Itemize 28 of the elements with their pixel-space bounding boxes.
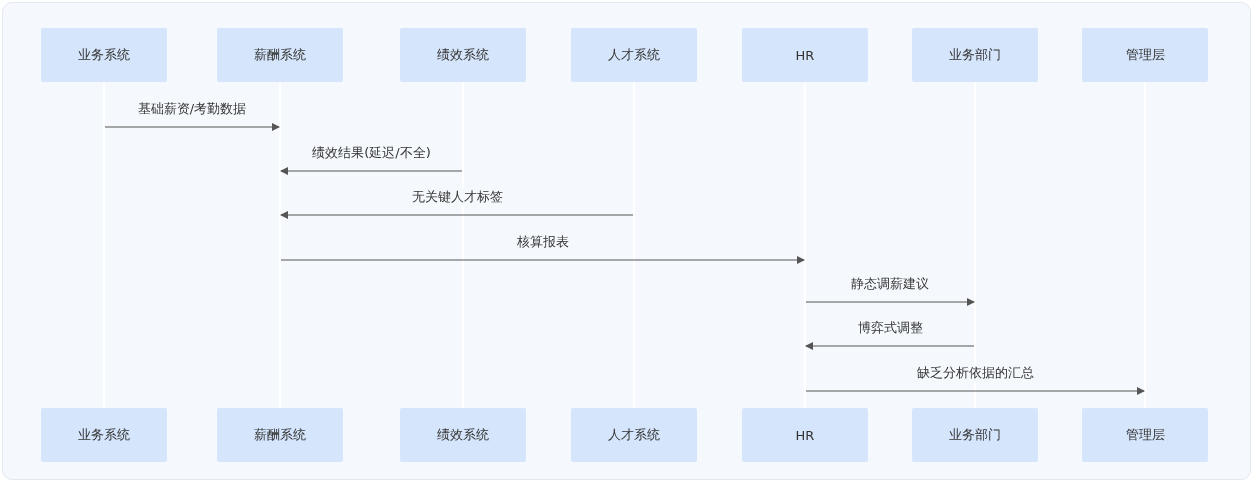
- message-arrow: [805, 342, 975, 350]
- message-label: 绩效结果(延迟/不全): [310, 144, 433, 162]
- participant-box: 绩效系统: [400, 28, 526, 82]
- participant-box: 管理层: [1082, 408, 1208, 462]
- participant-box: 业务部门: [912, 28, 1038, 82]
- message-label: 无关键人才标签: [409, 188, 505, 206]
- message-label: 基础薪资/考勤数据: [135, 100, 249, 118]
- participant-box: 业务系统: [41, 28, 167, 82]
- participant-box: 管理层: [1082, 28, 1208, 82]
- participant-box: HR: [742, 28, 868, 82]
- participant-box: 绩效系统: [400, 408, 526, 462]
- message-arrow: [280, 167, 463, 175]
- participant-box: 人才系统: [571, 28, 697, 82]
- participant-box: 人才系统: [571, 408, 697, 462]
- message-arrow: [805, 387, 1145, 395]
- message-arrow: [104, 123, 280, 131]
- message-label: 博弈式调整: [855, 319, 925, 337]
- participant-box: 薪酬系统: [217, 408, 343, 462]
- message-label: 缺乏分析依据的汇总: [914, 364, 1036, 382]
- message-arrow: [805, 298, 975, 306]
- message-arrow: [280, 256, 805, 264]
- message-arrow: [280, 211, 634, 219]
- participant-box: 薪酬系统: [217, 28, 343, 82]
- message-label: 静态调薪建议: [849, 275, 931, 293]
- participant-box: 业务系统: [41, 408, 167, 462]
- participant-box: 业务部门: [912, 408, 1038, 462]
- participant-box: HR: [742, 408, 868, 462]
- message-label: 核算报表: [514, 233, 571, 251]
